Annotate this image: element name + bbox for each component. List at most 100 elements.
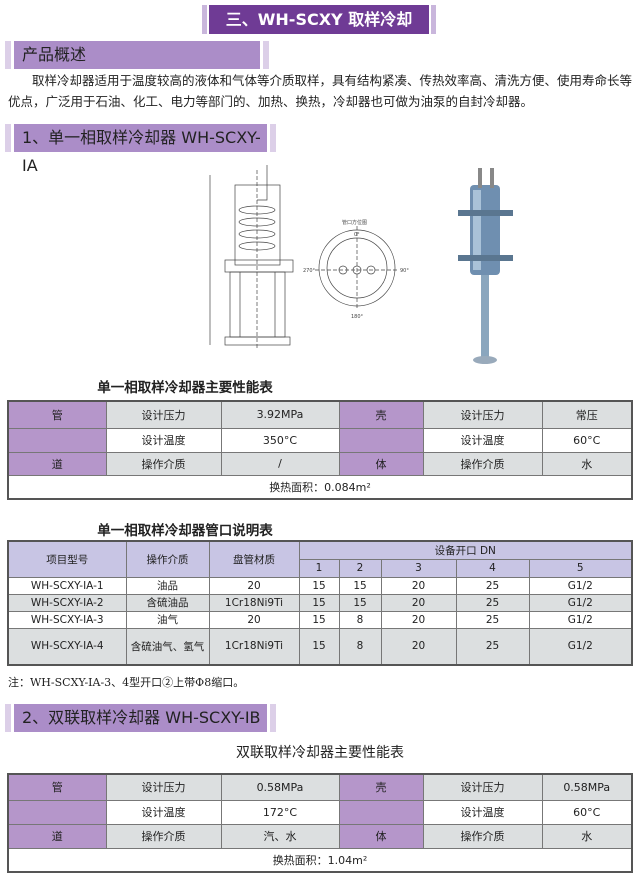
table-cell: WH-SCXY-IA-4 [7, 627, 127, 666]
deg0-label: 0° [354, 232, 360, 238]
table-cell: G1/2 [528, 627, 633, 666]
dn-cell: 2 [338, 558, 382, 578]
header-cell: 设备开口 DN [298, 540, 633, 560]
table-cell: 20 [380, 576, 457, 595]
cell: 设计温度 [105, 799, 222, 825]
header-cell: 盘管材质 [208, 540, 300, 578]
table-cell: 含硫油品 [125, 593, 210, 612]
cell: 常压 [541, 400, 633, 429]
overview-text: 取样冷却器适用于温度较高的液体和气体等介质取样，具有结构紧凑、传热效率高、清洗方… [8, 73, 633, 109]
cell: 汽、水 [220, 823, 340, 849]
technical-drawing: 管口方位图 0° 90° 180° 270° [209, 165, 409, 350]
cell: 操作介质 [105, 451, 222, 476]
table-cell: 20 [380, 627, 457, 666]
cell: 操作介质 [422, 451, 543, 476]
dn-cell: 3 [380, 558, 457, 578]
cell: 设计压力 [422, 773, 543, 801]
header-cell: 操作介质 [125, 540, 210, 578]
deg180-label: 180° [351, 314, 364, 320]
section2-header: 2、双联取样冷却器 WH-SCXY-IB [5, 704, 276, 732]
table-cell: 20 [208, 610, 300, 629]
deg270-label: 270° [303, 268, 316, 274]
dn-cell: 5 [528, 558, 633, 578]
coil-icon [238, 205, 276, 251]
cell: 操作介质 [422, 823, 543, 849]
page-title: 三、WH-SCXY 取样冷却器 [209, 5, 429, 58]
cell: 350°C [220, 427, 340, 453]
table-cell: 1Cr18Ni9Ti [208, 627, 300, 666]
shell-top: 壳 [338, 773, 424, 801]
cell: 172°C [220, 799, 340, 825]
shell-bottom: 体 [338, 823, 424, 849]
table-cell: 15 [338, 593, 382, 612]
dn-cell: 4 [455, 558, 530, 578]
pipe-bottom: 道 [7, 823, 107, 849]
table-cell: 20 [380, 610, 457, 629]
section2-heading: 2、双联取样冷却器 WH-SCXY-IB [14, 704, 267, 732]
pipe-top: 管 [7, 400, 107, 429]
cell: 设计压力 [105, 773, 222, 801]
table-cell: WH-SCXY-IA-1 [7, 576, 127, 595]
product-photo [458, 168, 513, 364]
cell: 设计温度 [422, 799, 543, 825]
header-cell: 项目型号 [7, 540, 127, 578]
table-cell: 含硫油气、氢气 [125, 627, 210, 666]
section1-header: 1、单一相取样冷却器 WH-SCXY-IA [5, 124, 276, 175]
overview-header: 产品概述 [5, 41, 269, 69]
overview-heading: 产品概述 [14, 41, 260, 69]
orient-title: 管口方位图 [342, 219, 367, 226]
perf2-title: 双联取样冷却器主要性能表 [236, 745, 404, 761]
cell: 水 [541, 451, 633, 476]
area-cell: 换热面积：0.084m² [7, 474, 633, 500]
cell: 设计压力 [422, 400, 543, 429]
table-cell: 8 [338, 610, 382, 629]
table-cell: WH-SCXY-IA-2 [7, 593, 127, 612]
cell: / [220, 451, 340, 476]
cell: 0.58MPa [220, 773, 340, 801]
table-cell: 油品 [125, 576, 210, 595]
table-cell: 25 [455, 627, 530, 666]
shell-top: 壳 [338, 400, 424, 429]
area-cell: 换热面积：1.04m² [7, 847, 633, 873]
shell-bottom: 体 [338, 451, 424, 476]
table-cell: 25 [455, 610, 530, 629]
section1-heading: 1、单一相取样冷却器 WH-SCXY-IA [14, 124, 267, 175]
table-cell: 20 [380, 593, 457, 612]
table-cell: 15 [298, 576, 340, 595]
table-cell: 20 [208, 576, 300, 595]
table-cell: 15 [338, 576, 382, 595]
pipe-top: 管 [7, 773, 107, 801]
table-cell: G1/2 [528, 576, 633, 595]
table-cell: 8 [338, 627, 382, 666]
table-cell: 25 [455, 576, 530, 595]
ports-note: 注：WH-SCXY-IA-3、4型开口②上带Φ8缩口。 [8, 676, 245, 689]
table-cell: 油气 [125, 610, 210, 629]
table-cell: WH-SCXY-IA-3 [7, 610, 127, 629]
table-cell: 25 [455, 593, 530, 612]
table-cell: 15 [298, 627, 340, 666]
pipe-bottom: 道 [7, 451, 107, 476]
deg90-label: 90° [400, 268, 409, 274]
page-title-banner: 三、WH-SCXY 取样冷却器 [200, 5, 438, 58]
table-cell: G1/2 [528, 610, 633, 629]
cell: 设计温度 [422, 427, 543, 453]
dn-cell: 1 [298, 558, 340, 578]
cell: 60°C [541, 427, 633, 453]
ports-title: 单一相取样冷却器管口说明表 [97, 523, 273, 539]
cell: 0.58MPa [541, 773, 633, 801]
table-cell: 1Cr18Ni9Ti [208, 593, 300, 612]
table-cell: G1/2 [528, 593, 633, 612]
cell: 设计温度 [105, 427, 222, 453]
table-cell: 15 [298, 593, 340, 612]
cell: 3.92MPa [220, 400, 340, 429]
cell: 操作介质 [105, 823, 222, 849]
cell: 水 [541, 823, 633, 849]
cell: 设计压力 [105, 400, 222, 429]
